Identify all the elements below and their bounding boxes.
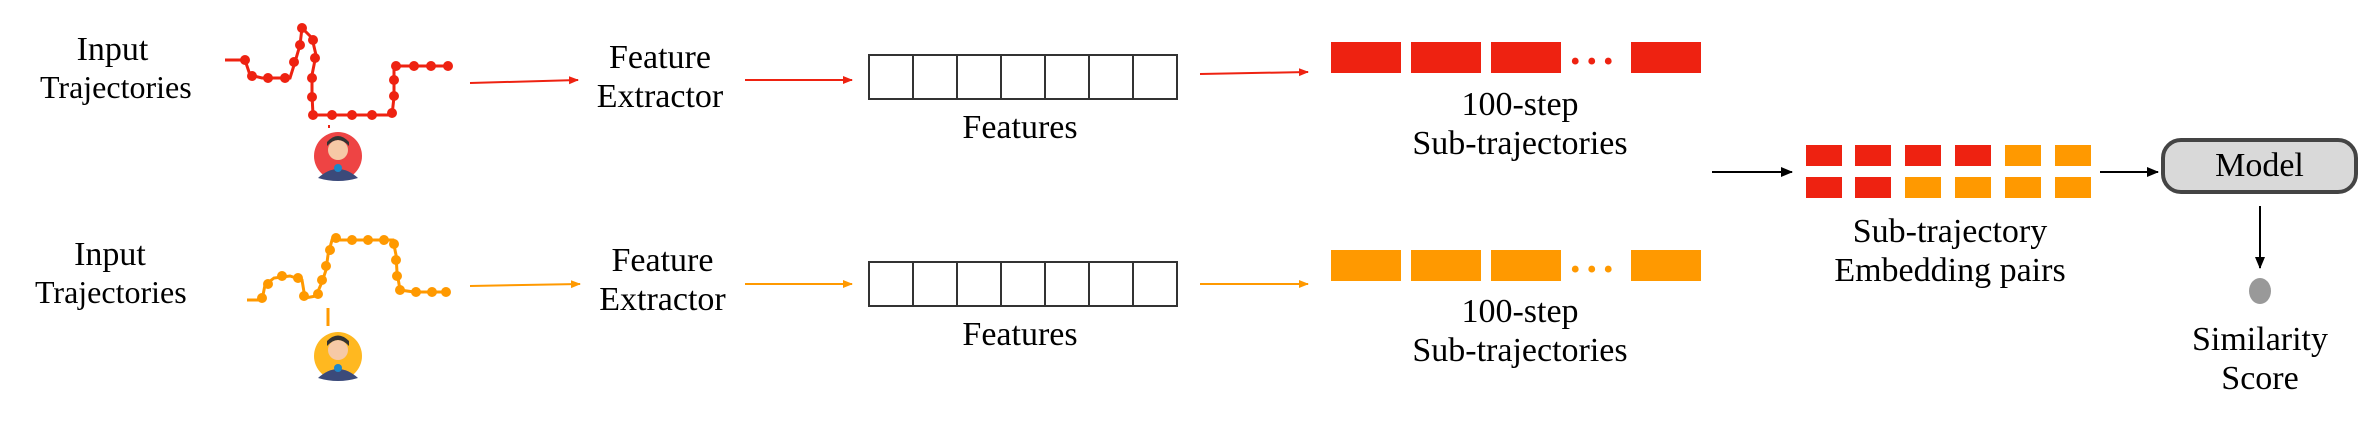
row2-extractor-label-line2: Extractor [599,281,726,319]
row2-sub-label-line1: 100-step [1461,293,1579,330]
row2-sub-label-line2: Sub-trajectories [1412,332,1628,370]
row1-extractor-label-line1: Feature [609,39,711,76]
row2-sub-label: 100-step Sub-trajectories [1370,292,1670,370]
row2-extractor-label-line1: Feature [611,242,714,279]
row1-input-label: Input Trajectories [40,30,192,106]
similarity-score-label-line2: Score [2221,360,2299,398]
arrow-features-to-sub-red [1199,68,1309,77]
row2-input-label: Input Trajectories [35,235,187,311]
trajectory-red [225,23,453,128]
row1-sub-label: 100-step Sub-trajectories [1370,85,1670,163]
model-box [2161,138,2358,194]
row2-features-label: Features [962,316,1078,353]
row2-extractor-label: Feature Extractor [580,241,745,319]
row2-ellipsis: ... [1570,236,1620,282]
row1-extractor-label-line2: Extractor [596,78,724,116]
sub-trajectory-blocks-orange [1331,250,1701,281]
arrow-traj-to-extractor-red [469,76,579,85]
row2-input-label-line1: Input [74,236,146,273]
trajectory-orange [247,233,451,326]
feature-vector-red [868,54,1178,100]
row1-extractor-label: Feature Extractor [580,38,740,116]
similarity-score-label-line1: Similarity [2192,321,2328,358]
embedding-pairs-label: Sub-trajectory Embedding pairs [1790,212,2110,290]
feature-vector-orange [868,261,1178,307]
similarity-score-label: Similarity Score [2160,320,2360,398]
embedding-pairs-grid [1806,145,2091,198]
sub-trajectory-blocks-red [1331,42,1701,73]
embedding-pairs-label-line1: Sub-trajectory [1852,213,2048,250]
embedding-pairs-label-line2: Embedding pairs [1834,252,2066,290]
row1-sub-label-line2: Sub-trajectories [1412,125,1628,163]
row1-input-label-line1: Input [76,31,149,68]
row1-features-label: Features [962,109,1078,146]
row2-input-label-line2: Trajectories [35,274,187,311]
model-label: Model [2215,147,2304,184]
person-red-avatar-icon [314,132,362,181]
row1-sub-label-line1: 100-step [1461,86,1579,123]
row1-input-label-line2: Trajectories [40,69,192,106]
person-orange-avatar-icon [314,332,362,381]
arrow-traj-to-extractor-orange [469,280,581,289]
row1-ellipsis: ... [1570,28,1620,74]
similarity-score-dot [2249,278,2271,304]
